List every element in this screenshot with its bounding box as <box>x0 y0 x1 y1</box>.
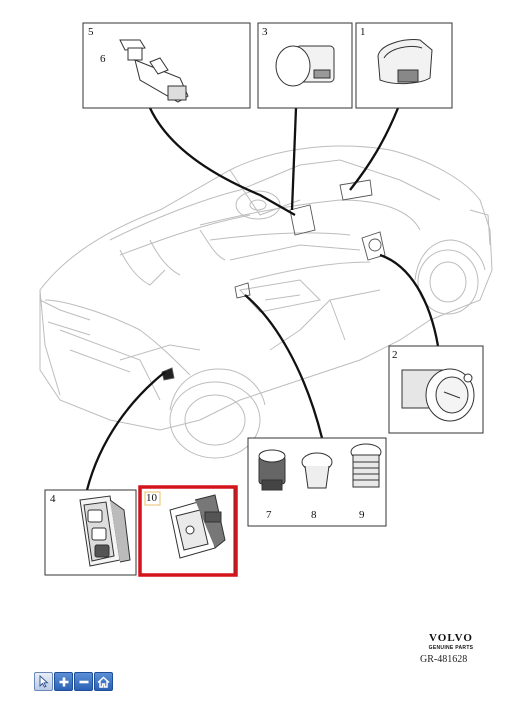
part-boxes <box>44 22 484 576</box>
viewer-toolbar <box>34 672 113 692</box>
pointer-button[interactable] <box>34 672 53 691</box>
callout-5: 5 <box>88 26 94 38</box>
logo-lettering: VOLVO <box>429 632 473 644</box>
zoom-in-button[interactable] <box>54 672 73 691</box>
interior-details <box>161 179 386 381</box>
part-4-drawing <box>79 495 131 567</box>
part-box-3 <box>257 22 353 109</box>
callout-8: 8 <box>311 509 317 521</box>
callout-10-label-box <box>144 491 161 506</box>
part-5-drawing <box>119 39 189 103</box>
part-10-drawing <box>169 494 226 559</box>
part-8-drawing <box>301 452 333 489</box>
selected-part-highlight <box>138 485 238 577</box>
pointer-icon <box>39 675 49 688</box>
callout-1: 1 <box>360 26 366 38</box>
leader-lines <box>85 107 440 491</box>
home-button[interactable] <box>94 672 113 691</box>
zoom-out-icon <box>79 680 88 683</box>
logo-sub-lettering: GENUINE PARTS <box>428 645 474 651</box>
diagram-reference: GR-481628 <box>420 654 468 665</box>
zoom-out-button[interactable] <box>74 672 93 691</box>
callout-7: 7 <box>266 509 272 521</box>
callout-6: 6 <box>100 53 106 65</box>
callout-2: 2 <box>392 349 398 361</box>
callout-10: 10 <box>146 492 157 504</box>
part-1-drawing <box>377 39 433 85</box>
volvo-logo: VOLVO GENUINE PARTS <box>416 632 486 651</box>
part-7-drawing <box>258 449 286 491</box>
part-2-drawing <box>401 368 475 422</box>
part-3-drawing <box>275 45 335 87</box>
callout-4: 4 <box>50 493 56 505</box>
home-icon <box>97 675 110 688</box>
callout-3: 3 <box>262 26 268 38</box>
zoom-in-icon <box>59 677 68 686</box>
part-9-drawing <box>350 443 382 488</box>
car-illustration <box>39 145 493 459</box>
callout-9: 9 <box>359 509 365 521</box>
